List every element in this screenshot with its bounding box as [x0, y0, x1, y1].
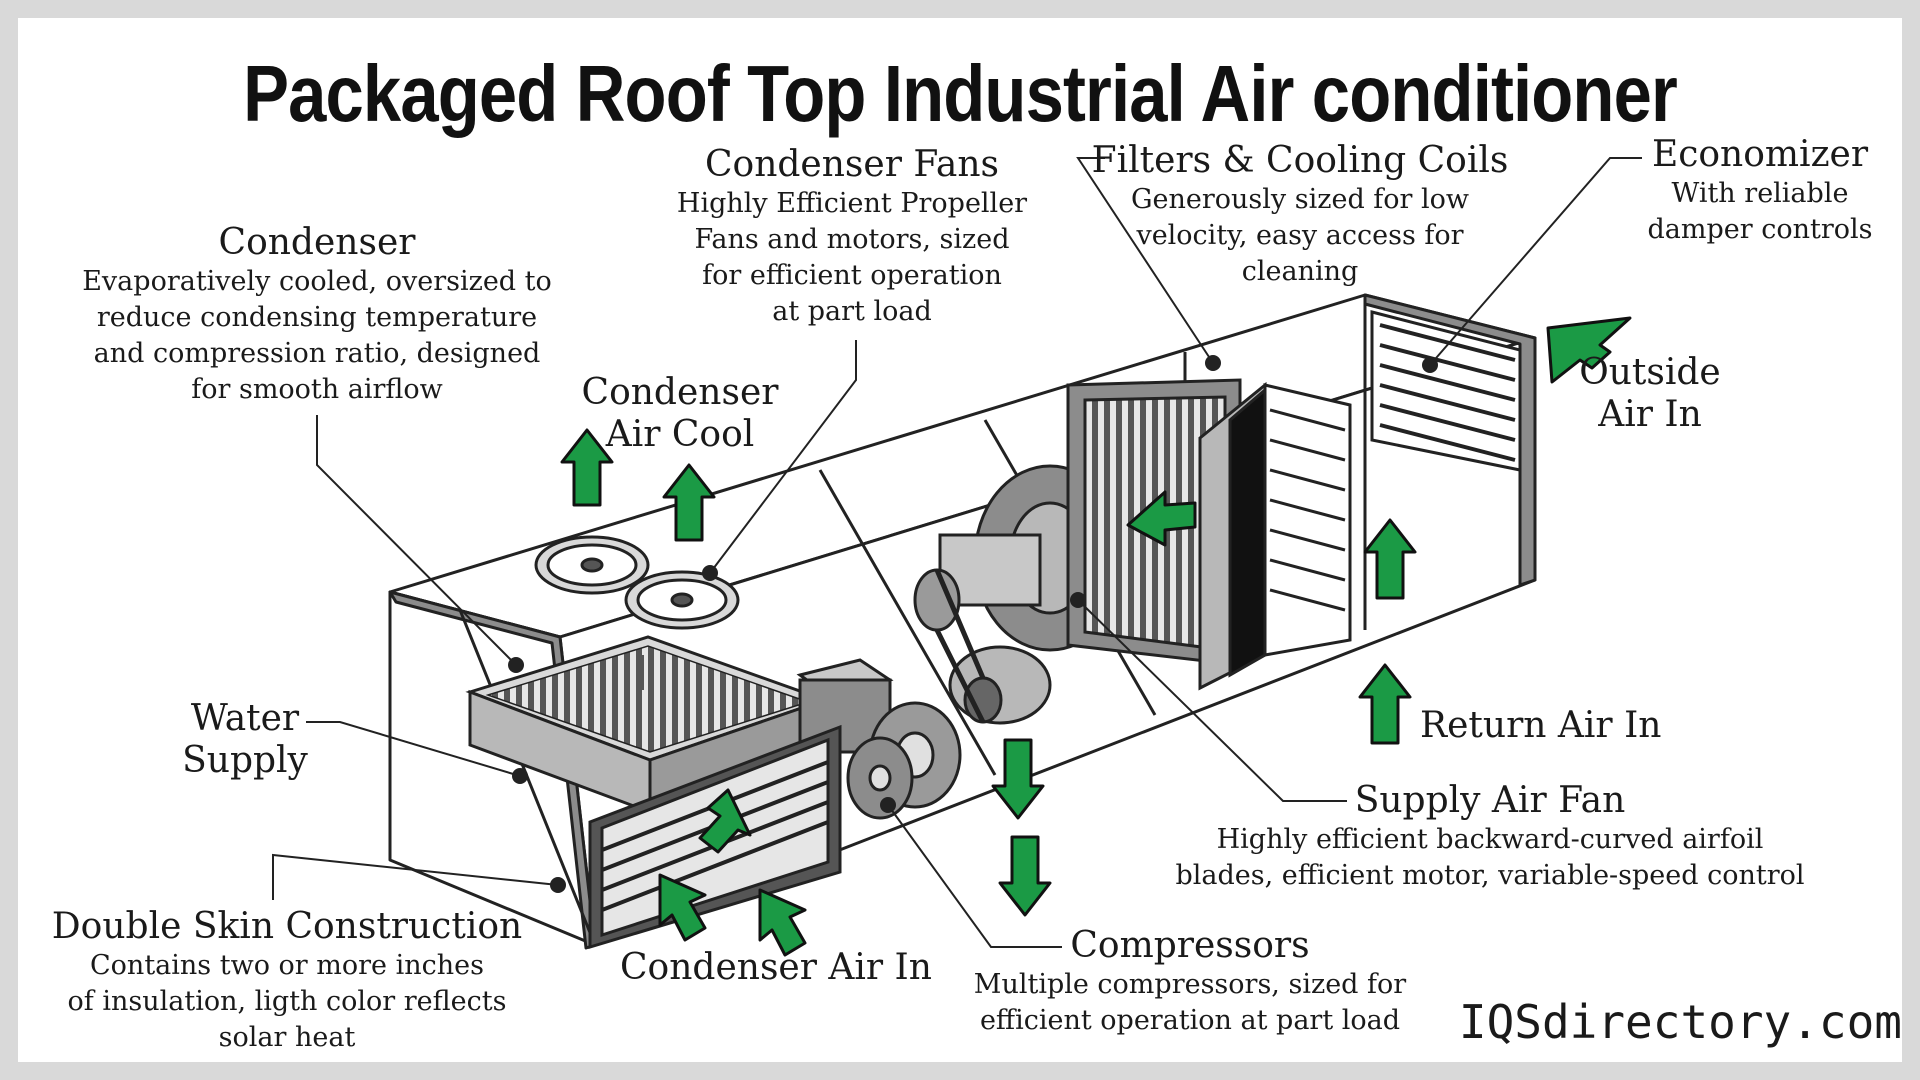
compressors-title: Compressors [1070, 925, 1310, 966]
filters-desc-2: velocity, easy access for [1136, 220, 1464, 251]
condenser-air-in-text: Condenser Air In [620, 947, 932, 988]
label-condenser-fans: Condenser Fans Highly Efficient Propelle… [642, 144, 1062, 330]
condenser-desc-1: Evaporatively cooled, oversized to [82, 266, 552, 297]
label-filters-cooling-coils: Filters & Cooling Coils Generously sized… [1090, 140, 1510, 290]
label-condenser: Condenser Evaporatively cooled, oversize… [62, 222, 572, 408]
arrow-filter-left [1126, 490, 1197, 547]
return-air-in-text: Return Air In [1420, 705, 1662, 746]
arrow-condenser-up-2 [662, 463, 716, 542]
condenser-fans [534, 535, 740, 630]
label-condenser-air-in: Condenser Air In [620, 947, 932, 989]
label-compressors: Compressors Multiple compressors, sized … [948, 925, 1432, 1039]
water-supply-1: Water [190, 698, 300, 739]
label-return-air-in: Return Air In [1420, 705, 1680, 747]
condenser-air-cool-1: Condenser [581, 372, 779, 413]
economizer-desc-1: With reliable [1671, 178, 1849, 209]
condenser-fans-desc-2: Fans and motors, sized [694, 224, 1010, 255]
brand-watermark: IQSdirectory.com [1458, 995, 1902, 1049]
double-skin-title: Double Skin Construction [51, 906, 523, 947]
label-outside-air-in: Outside Air In [1560, 352, 1740, 436]
arrow-return-air-up-1 [1363, 518, 1417, 600]
leader-lines [272, 157, 1642, 948]
economizer-desc-2: damper controls [1647, 214, 1873, 245]
compressors-desc-2: efficient operation at part load [979, 1005, 1401, 1036]
condenser-fans-title: Condenser Fans [704, 144, 1000, 185]
condenser-fans-desc-4: at part load [772, 296, 932, 327]
double-skin-desc-3: solar heat [218, 1022, 356, 1053]
filters-desc-3: cleaning [1241, 256, 1359, 287]
double-skin-desc-1: Contains two or more inches [90, 950, 484, 981]
double-skin-desc-2: of insulation, ligth color reflects [67, 986, 507, 1017]
compressors-desc-1: Multiple compressors, sized for [973, 969, 1407, 1000]
filters-cooling-coils [1066, 378, 1352, 691]
economizer-damper [1370, 310, 1522, 472]
label-supply-air-fan: Supply Air Fan Highly efficient backward… [1140, 780, 1840, 894]
arrow-return-air-up-2 [1358, 663, 1412, 745]
supply-air-fan-desc-2: blades, efficient motor, variable-speed … [1175, 860, 1805, 891]
arrow-condenser-in-1 [698, 788, 752, 854]
arrow-supply-down-1 [991, 738, 1045, 820]
label-condenser-air-cool: Condenser Air Cool [560, 372, 800, 456]
condenser-fans-desc-3: for efficient operation [702, 260, 1002, 291]
label-water-supply: Water Supply [170, 698, 320, 782]
arrow-supply-down-2 [998, 835, 1052, 917]
outside-air-in-2: Air In [1598, 394, 1702, 435]
supply-air-fan-title: Supply Air Fan [1354, 780, 1626, 821]
arrow-condenser-in-3 [758, 888, 807, 957]
label-double-skin-construction: Double Skin Construction Contains two or… [47, 906, 527, 1056]
compressors-illustration [796, 658, 962, 820]
condenser-desc-4: for smooth airflow [191, 374, 443, 405]
airflow-arrows [560, 316, 1632, 957]
label-economizer: Economizer With reliable damper controls [1620, 134, 1900, 248]
supply-air-fan-desc-1: Highly efficient backward-curved airfoil [1216, 824, 1764, 855]
arrow-outside-air-in [1546, 316, 1632, 384]
page-title: Packaged Roof Top Industrial Air conditi… [243, 49, 1678, 138]
condenser-desc-3: and compression ratio, designed [93, 338, 541, 369]
filters-title: Filters & Cooling Coils [1091, 140, 1509, 181]
water-supply-2: Supply [182, 740, 308, 781]
condenser-fans-desc-1: Highly Efficient Propeller [676, 188, 1028, 219]
outside-air-in-1: Outside [1579, 352, 1721, 393]
economizer-title: Economizer [1651, 134, 1869, 175]
arrow-condenser-up-1 [560, 428, 614, 507]
condenser-air-cool-2: Air Cool [605, 414, 755, 455]
condenser-title: Condenser [218, 222, 416, 263]
condenser-desc-2: reduce condensing temperature [96, 302, 538, 333]
filters-desc-1: Generously sized for low [1130, 184, 1470, 215]
arrow-condenser-in-2 [658, 873, 707, 942]
